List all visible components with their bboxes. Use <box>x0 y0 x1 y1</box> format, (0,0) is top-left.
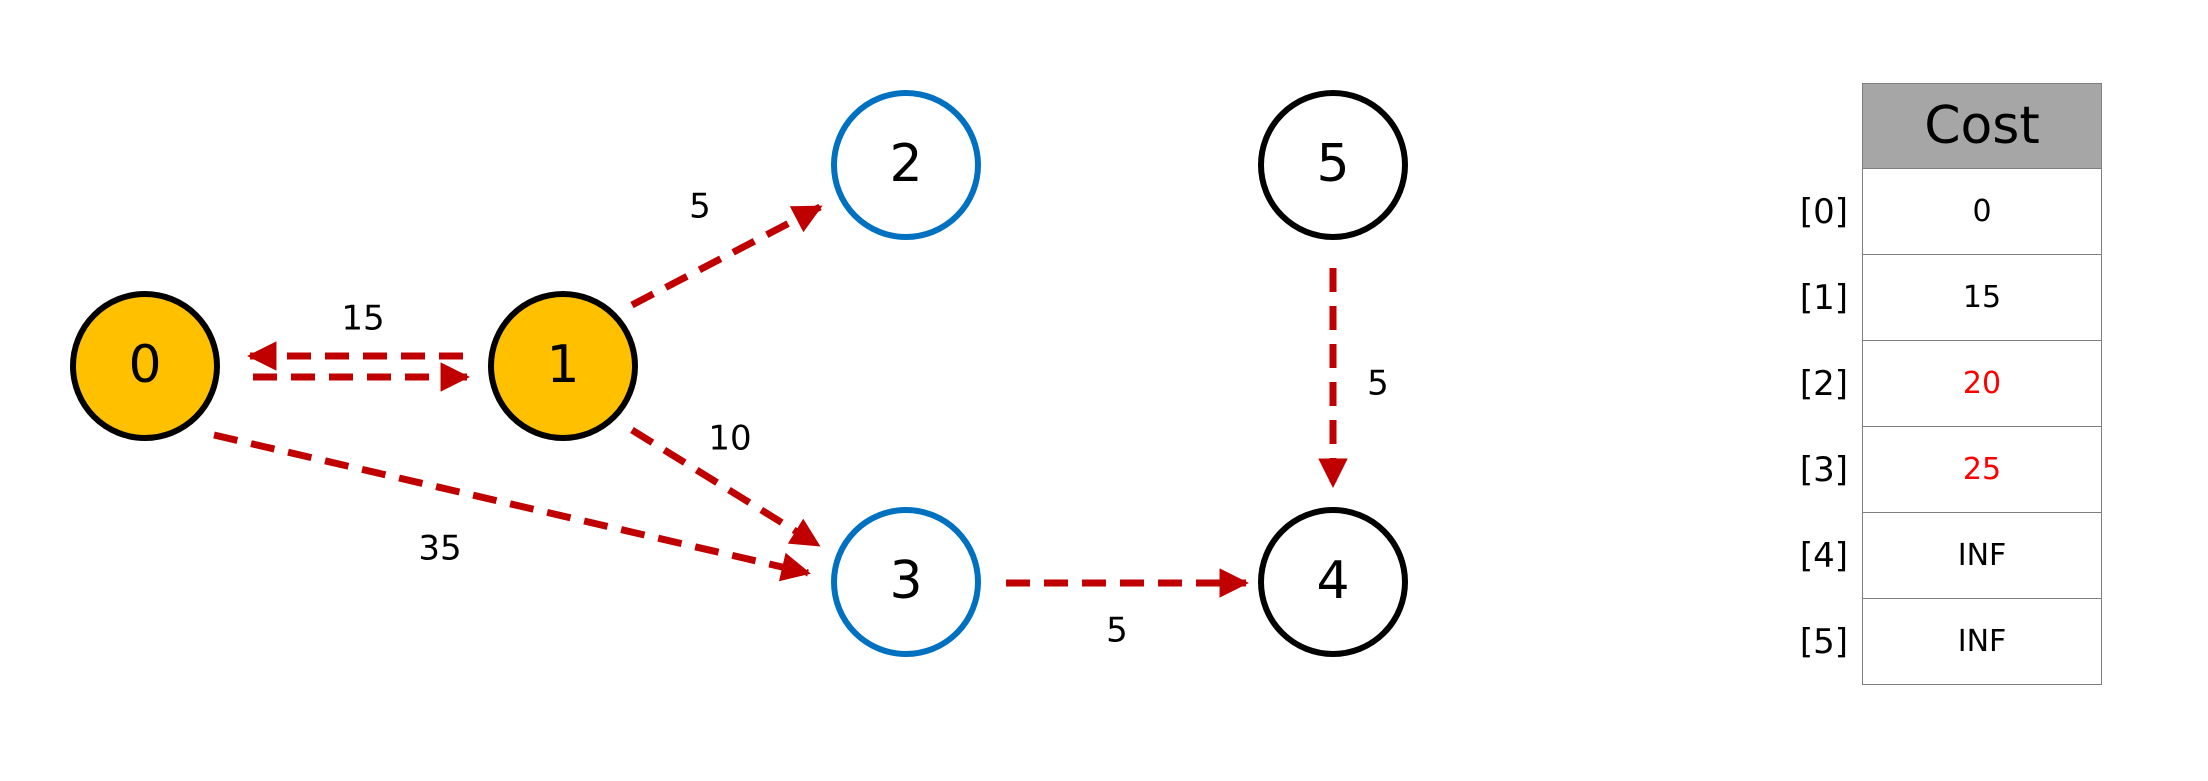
node-5-circle <box>1258 90 1408 240</box>
cost-row-1: [1] 15 <box>1782 255 2102 341</box>
node-5-label: 5 <box>1316 134 1349 194</box>
node-1: 1 <box>488 291 638 441</box>
node-2-circle <box>831 90 981 240</box>
node-2: 2 <box>831 90 981 240</box>
edge-weight-1-to-0: 15 <box>341 299 384 339</box>
edge-weight-5-to-4: 5 <box>1367 364 1389 404</box>
cost-index-1: [1] <box>1799 278 1848 318</box>
cost-row-0: [0] 0 <box>1782 169 2102 255</box>
cost-value-3: 25 <box>1862 427 2102 513</box>
edge-0-to-3 <box>213 431 811 582</box>
edge-weight-1-to-3: 10 <box>708 419 751 459</box>
cost-value-1: 15 <box>1862 255 2102 341</box>
edge-1-to-2 <box>630 203 823 309</box>
cost-index-5: [5] <box>1799 622 1848 662</box>
nodes-layer: 0 1 2 3 4 5 <box>70 90 1408 657</box>
cost-row-2: [2] 20 <box>1782 341 2102 427</box>
cost-row-4: [4] INF <box>1782 513 2102 599</box>
edges-layer: 15 5 10 35 5 5 <box>213 187 1389 651</box>
node-3: 3 <box>831 507 981 657</box>
node-0: 0 <box>70 291 220 441</box>
cost-index-2: [2] <box>1799 364 1848 404</box>
node-3-circle <box>831 507 981 657</box>
cost-value-5: INF <box>1862 599 2102 685</box>
node-2-label: 2 <box>889 134 922 194</box>
node-4-label: 4 <box>1316 551 1349 611</box>
node-1-label: 1 <box>546 335 579 395</box>
node-5: 5 <box>1258 90 1408 240</box>
cost-value-4: INF <box>1862 513 2102 599</box>
cost-row-3: [3] 25 <box>1782 427 2102 513</box>
node-1-circle <box>488 291 638 441</box>
edge-weight-3-to-4: 5 <box>1106 611 1128 651</box>
cost-index-0: [0] <box>1799 192 1848 232</box>
cost-index-4: [4] <box>1799 536 1848 576</box>
cost-value-0: 0 <box>1862 169 2102 255</box>
cost-index-3: [3] <box>1799 450 1848 490</box>
cost-value-2: 20 <box>1862 341 2102 427</box>
node-4-circle <box>1258 507 1408 657</box>
node-0-circle <box>70 291 220 441</box>
edge-weight-1-to-2: 5 <box>689 187 711 227</box>
edge-weight-0-to-3: 35 <box>418 529 461 569</box>
node-4: 4 <box>1258 507 1408 657</box>
node-3-label: 3 <box>889 551 922 611</box>
node-0-label: 0 <box>128 335 161 395</box>
cost-row-5: [5] INF <box>1782 599 2102 685</box>
cost-table-header: Cost <box>1862 83 2102 169</box>
